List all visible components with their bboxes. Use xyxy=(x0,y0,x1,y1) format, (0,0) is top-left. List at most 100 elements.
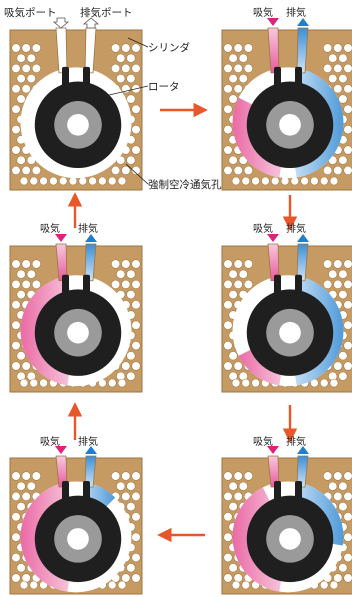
rotor-shaft xyxy=(279,321,301,344)
cooling-hole xyxy=(107,580,117,590)
exhaust-label-p6: 排気 xyxy=(78,222,98,235)
rotor-label: ロータ xyxy=(148,81,180,93)
exhaust-port xyxy=(84,455,97,488)
cooling-hole xyxy=(21,43,31,53)
cooling-hole xyxy=(329,580,339,590)
cooling-hole xyxy=(11,279,21,290)
cooling-hole xyxy=(343,361,352,371)
cooling-hole xyxy=(26,481,36,491)
cooling-hole xyxy=(78,176,88,186)
cooling-hole xyxy=(131,552,141,563)
cooling-hole xyxy=(11,471,21,481)
cooling-hole xyxy=(338,502,348,512)
cooling-hole xyxy=(11,104,21,114)
intake-marker-icon xyxy=(267,18,279,26)
panel-2 xyxy=(221,18,352,191)
cooling-hole xyxy=(328,53,338,63)
cooling-hole xyxy=(21,361,31,371)
cooling-hole xyxy=(343,471,352,481)
cooling-hole xyxy=(31,43,42,53)
cooling-hole xyxy=(21,279,31,290)
cooling-hole xyxy=(49,176,58,186)
cooling-hole xyxy=(343,165,352,175)
cooling-hole xyxy=(131,300,141,310)
cooling-hole xyxy=(241,378,251,388)
cooling-hole xyxy=(11,63,21,73)
cooling-hole xyxy=(228,155,238,165)
cooling-hole xyxy=(29,378,39,388)
cooling-hole xyxy=(241,580,251,590)
cooling-hole xyxy=(243,165,253,175)
cooling-hole xyxy=(16,94,26,104)
cooling-hole xyxy=(121,165,131,175)
cooling-hole xyxy=(16,563,26,573)
intake-marker-icon xyxy=(55,446,67,454)
cooling-hole xyxy=(31,259,42,269)
cooling-hole xyxy=(11,341,21,351)
cooling-hole xyxy=(117,378,127,388)
cooling-hole xyxy=(343,320,352,330)
leader-line xyxy=(125,163,149,185)
cooling-hole xyxy=(319,176,329,186)
exhaust-marker-icon xyxy=(297,234,309,242)
cooling-hole xyxy=(223,125,233,135)
cooling-hole xyxy=(223,491,233,502)
cooling-hole xyxy=(131,471,141,481)
cylinder-label: シリンダ xyxy=(148,41,190,54)
cooling-hole xyxy=(343,553,352,563)
cooling-hole xyxy=(343,300,352,310)
cooling-hole xyxy=(223,471,233,481)
cooling-hole xyxy=(231,580,241,590)
cooling-hole xyxy=(338,563,348,573)
cooling-hole xyxy=(121,63,131,73)
cooling-hole xyxy=(26,73,36,84)
cooling-hole xyxy=(231,176,241,186)
intake-label-p6: 吸気 xyxy=(40,222,60,235)
exhaust-port-label: 排気ポート xyxy=(80,6,133,19)
cooling-hole xyxy=(333,471,343,481)
cooling-hole xyxy=(31,279,42,290)
cooling-hole xyxy=(228,563,238,573)
rotor-shaft xyxy=(279,113,301,136)
cooling-hole xyxy=(110,279,121,290)
cooling-hole xyxy=(11,43,21,53)
intake-label-p5: 吸気 xyxy=(40,435,60,448)
cooling-hole xyxy=(126,502,136,512)
cooling-hole xyxy=(343,532,352,542)
cooling-hole xyxy=(343,43,352,53)
cooling-hole xyxy=(116,73,126,84)
cooling-hole xyxy=(131,104,141,114)
cooling-hole xyxy=(131,512,141,522)
cooling-hole xyxy=(110,471,121,481)
cooling-hole xyxy=(231,378,241,388)
cooling-hole xyxy=(310,176,319,186)
cooling-hole xyxy=(319,378,329,388)
exhaust-label-p5: 排気 xyxy=(78,435,98,448)
cooling-hole xyxy=(21,84,31,94)
cooling-hole xyxy=(126,481,136,491)
exhaust-port xyxy=(296,27,309,74)
cooling-hole xyxy=(223,532,233,542)
cooling-hole xyxy=(223,43,233,53)
cooling-hole xyxy=(261,176,270,186)
cooling-hole xyxy=(328,481,338,491)
cooling-hole xyxy=(343,63,352,73)
cooling-hole xyxy=(16,155,26,165)
cooling-hole xyxy=(11,84,21,94)
exhaust-arrow-icon xyxy=(82,17,100,29)
exhaust-label-p2: 排気 xyxy=(286,6,306,19)
cooling-hole xyxy=(323,63,333,73)
cooling-hole xyxy=(343,512,352,522)
cooling-hole xyxy=(131,341,141,351)
cooling-hole xyxy=(110,259,121,269)
cooling-hole xyxy=(228,481,238,491)
cooling-hole xyxy=(11,125,21,135)
cooling-hole xyxy=(98,176,107,186)
cooling-hole xyxy=(328,73,338,84)
cooling-hole xyxy=(131,125,141,135)
cooling-hole xyxy=(121,279,131,290)
cooling-hole xyxy=(126,290,136,300)
cooling-hole xyxy=(233,84,243,94)
cooling-hole xyxy=(31,165,42,175)
cooling-hole xyxy=(39,378,48,388)
